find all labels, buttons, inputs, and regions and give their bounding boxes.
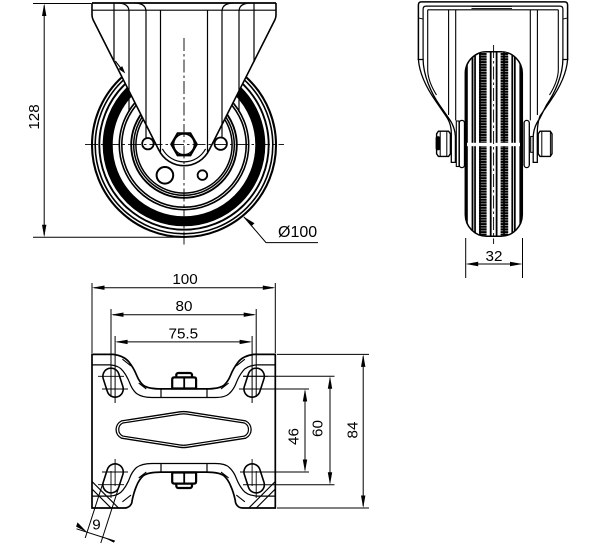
svg-text:60: 60 [310, 420, 327, 437]
svg-text:9: 9 [92, 517, 100, 534]
svg-text:46: 46 [285, 428, 302, 445]
svg-text:75.5: 75.5 [169, 325, 199, 342]
svg-text:Ø100: Ø100 [278, 224, 317, 241]
svg-text:84: 84 [345, 422, 362, 439]
svg-text:100: 100 [172, 271, 197, 288]
svg-text:128: 128 [26, 104, 43, 129]
svg-text:80: 80 [176, 298, 193, 315]
svg-text:32: 32 [486, 248, 503, 265]
